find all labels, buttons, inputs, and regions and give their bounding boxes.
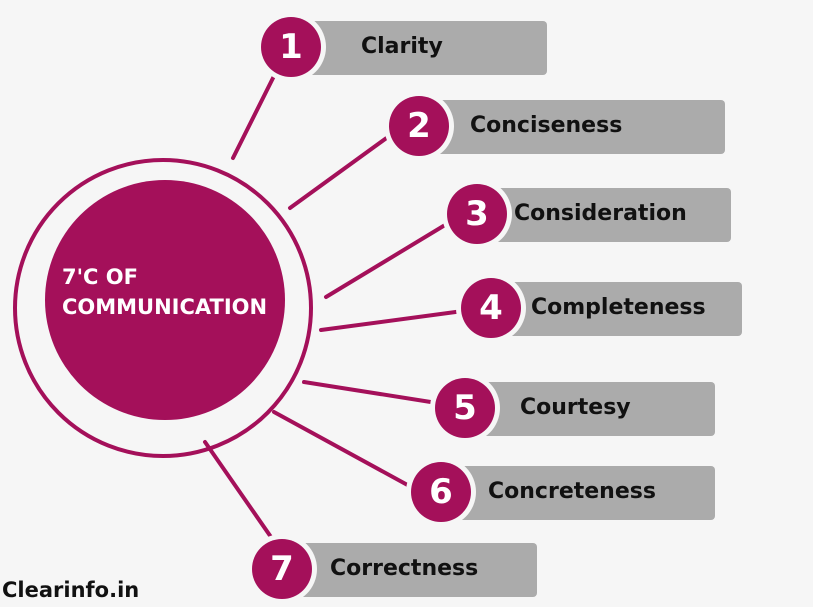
item-label: Concreteness	[488, 479, 656, 504]
item-number: 3	[447, 184, 507, 244]
item-number: 2	[389, 96, 449, 156]
item-number-badge: 4	[456, 273, 526, 343]
item-number: 1	[261, 17, 321, 77]
connector-6	[272, 410, 415, 490]
item-bar	[496, 282, 742, 336]
item-bar	[287, 543, 537, 597]
item-label: Consideration	[514, 201, 687, 226]
item-bar	[470, 382, 715, 436]
hub-title-line2: COMMUNICATION	[62, 295, 268, 319]
hub-outer-ring	[13, 158, 313, 458]
item-number: 4	[461, 278, 521, 338]
brand-watermark: Clearinfo.in	[2, 578, 140, 602]
hub-title-line1: 7'C OF	[62, 265, 138, 289]
connector-2	[288, 132, 394, 210]
item-label: Clarity	[361, 34, 443, 59]
item-bar	[482, 188, 731, 242]
item-label: Correctness	[330, 556, 479, 581]
item-label: Courtesy	[520, 395, 631, 420]
item-number-badge: 3	[442, 179, 512, 249]
item-number: 5	[435, 378, 495, 438]
item-label: Conciseness	[470, 113, 623, 138]
connector-1	[231, 70, 278, 160]
item-number: 6	[411, 462, 471, 522]
item-number-badge: 5	[430, 373, 500, 443]
item-number: 7	[252, 539, 312, 599]
hub-circle	[45, 180, 285, 420]
item-number-badge: 2	[384, 91, 454, 161]
item-label: Completeness	[531, 295, 706, 320]
item-number-badge: 6	[406, 457, 476, 527]
item-bar	[424, 100, 725, 154]
connector-5	[302, 380, 439, 405]
connector-4	[319, 309, 465, 332]
item-bar	[446, 466, 715, 520]
item-bar	[296, 21, 547, 75]
item-number-badge: 7	[247, 534, 317, 604]
connector-3	[324, 220, 452, 299]
connector-7	[203, 440, 282, 552]
hub-title: 7'C OF COMMUNICATION	[62, 262, 302, 322]
item-number-badge: 1	[256, 12, 326, 82]
